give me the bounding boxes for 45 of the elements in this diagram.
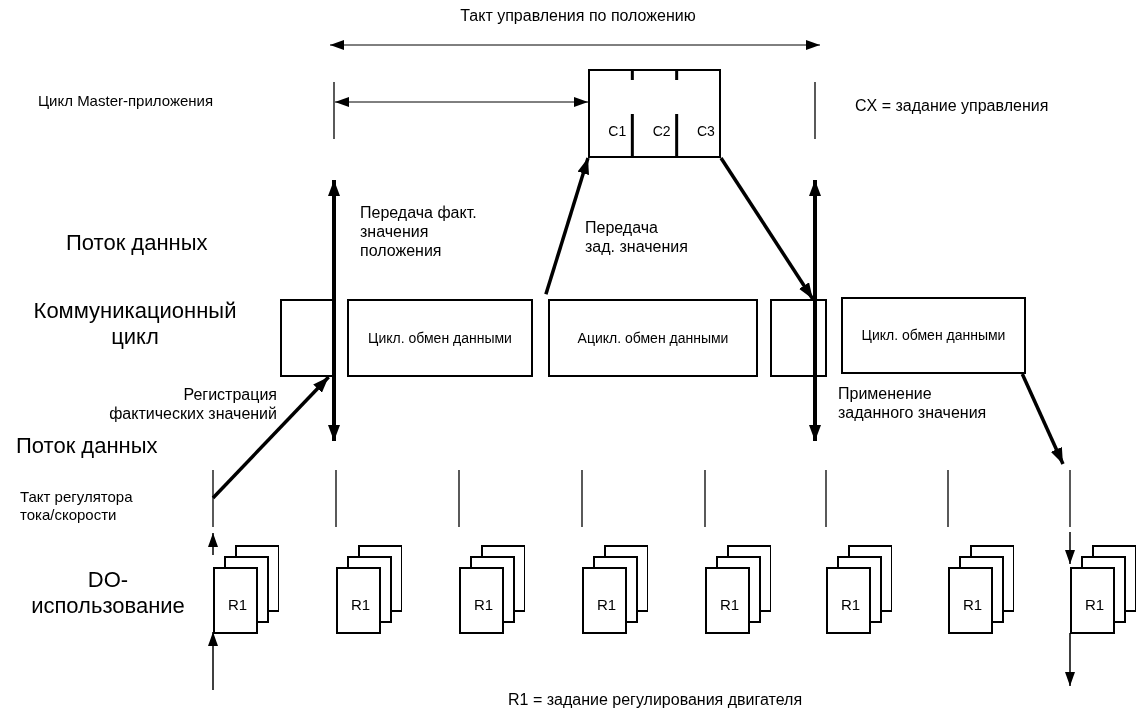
task-label: R1 [1085,596,1105,613]
task-card-stack [1070,545,1136,634]
task-card-stack [948,545,1014,634]
task-label: R1 [963,596,983,613]
task-card-stack [826,545,892,634]
arrow [211,375,330,500]
task-label: R1 [351,596,371,613]
annotation-text: Такт управления по положению [459,6,697,26]
exchange-box [548,299,758,377]
task-label: R1 [841,596,861,613]
task-label: R1 [474,596,494,613]
annotation-text: Такт регулятора тока/скорости [20,488,134,524]
task-label: C3 [697,123,715,139]
annotation-text: Передача зад. значения [585,218,689,257]
task-label: C1 [608,123,627,139]
box-text: Цикл. обмен данными [367,328,513,348]
box-text: Ацикл. обмен данными [576,328,730,348]
annotation-text: Поток данных [16,433,159,460]
arrow [719,157,815,300]
annotation-text: Коммуникационный цикл [32,298,238,351]
arrow [1020,373,1065,465]
task-card-stack [459,545,525,634]
task-label: R1 [597,596,617,613]
exchange-box [770,299,827,377]
annotation-text: Регистрация фактических значений [108,385,277,424]
annotation-text: Цикл Master-приложения [38,92,215,110]
task-card-stack [336,545,402,634]
exchange-box [347,299,533,377]
exchange-box [280,299,334,377]
annotation-text: Поток данных [66,230,209,257]
exchange-box [841,297,1026,374]
task-block [588,69,721,158]
task-label: R1 [228,596,248,613]
annotation-text: Применение заданного значения [838,384,988,423]
task-label: C2 [652,123,671,139]
task-card-stack [213,545,279,634]
task-card-stack [582,545,648,634]
box-text: Цикл. обмен данными [860,326,1007,345]
task-label: R1 [720,596,740,613]
annotation-text: R1 = задание регулирования двигателя [508,690,804,710]
annotation-text: CX = задание управления [855,96,1050,116]
annotation-text: DO- использование [30,567,186,620]
task-card-stack [705,545,771,634]
annotation-text: Передача факт. значения положения [360,203,478,261]
arrow [544,157,590,295]
